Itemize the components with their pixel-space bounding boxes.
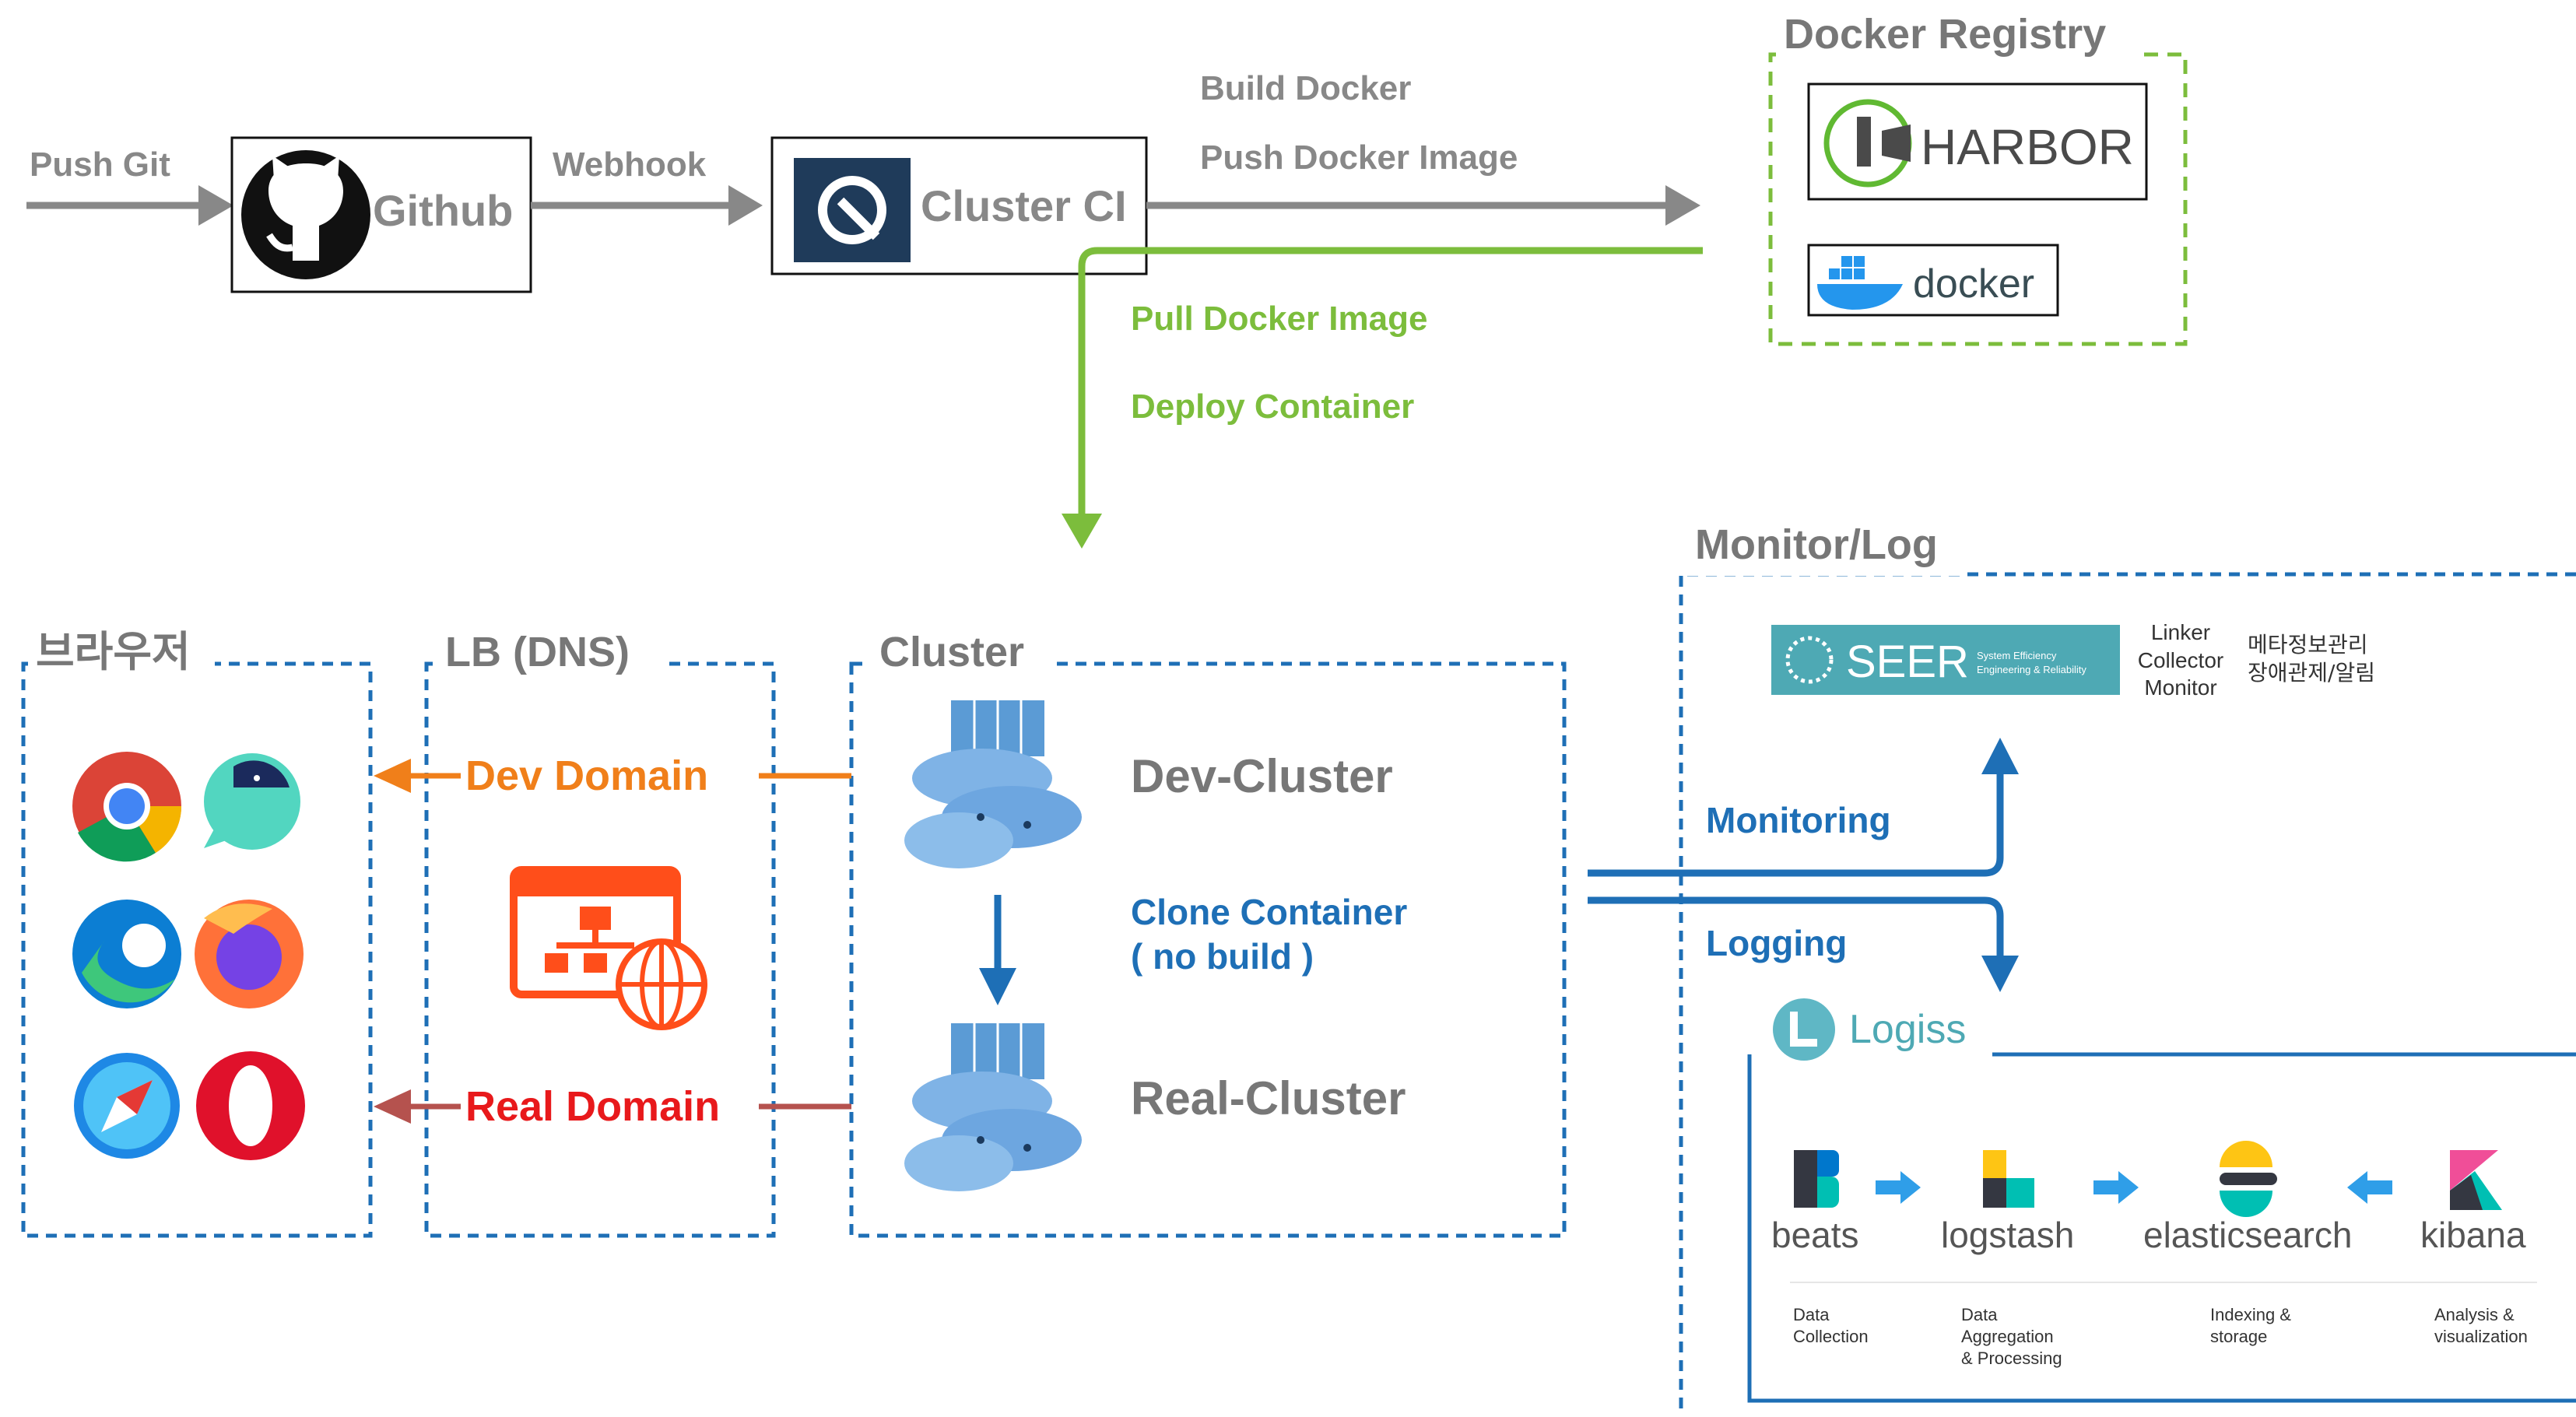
opera-icon bbox=[196, 1051, 305, 1160]
real-domain-label: Real Domain bbox=[465, 1083, 720, 1130]
kibana-desc-2: visualization bbox=[2434, 1327, 2528, 1346]
kibana-desc-1: Analysis & bbox=[2434, 1305, 2515, 1324]
docker-label: docker bbox=[1913, 261, 2034, 307]
dev-cluster-label: Dev-Cluster bbox=[1131, 750, 1393, 802]
docker-registry-group: Docker Registry HARBOR docker bbox=[1768, 6, 2188, 346]
browser-group: 브라우저 bbox=[21, 623, 373, 1238]
elasticsearch-desc-2: storage bbox=[2210, 1327, 2267, 1346]
build-docker-label: Build Docker bbox=[1200, 69, 1411, 107]
logstash-to-elasticsearch-arrow bbox=[2093, 1171, 2139, 1204]
elasticsearch-icon bbox=[2220, 1141, 2277, 1217]
beats-desc-2: Collection bbox=[1793, 1327, 1869, 1346]
seer-tagline-1: System Efficiency bbox=[1977, 650, 2057, 661]
monitor-log-group: Monitor/Log SEER System Efficiency Engin… bbox=[1588, 520, 2576, 1408]
logstash-label: logstash bbox=[1941, 1215, 2074, 1255]
github-node[interactable]: Github bbox=[230, 136, 532, 293]
cluster-ci-node[interactable]: Cluster CI bbox=[770, 136, 1148, 275]
lb-group: LB (DNS) bbox=[424, 623, 776, 1238]
cluster-title: Cluster bbox=[879, 629, 1024, 675]
logging-arrow bbox=[1588, 896, 2019, 992]
whale-browser-icon bbox=[204, 753, 300, 850]
beats-label: beats bbox=[1771, 1215, 1859, 1255]
lb-title: LB (DNS) bbox=[445, 629, 630, 675]
no-build-label: ( no build ) bbox=[1131, 936, 1314, 977]
edge-icon bbox=[72, 900, 181, 1008]
beats-desc-1: Data bbox=[1793, 1305, 1830, 1324]
logstash-desc-3: & Processing bbox=[1961, 1349, 2062, 1368]
cluster-group: Cluster Dev-Cluster Clone Container ( no… bbox=[849, 623, 1567, 1238]
seer-tagline-2: Engineering & Reliability bbox=[1977, 664, 2086, 675]
clone-arrow bbox=[979, 895, 1016, 1005]
linker-line-3: Monitor bbox=[2144, 675, 2216, 700]
clone-container-label: Clone Container bbox=[1131, 892, 1407, 932]
registry-title: Docker Registry bbox=[1784, 11, 2106, 58]
dev-cluster-docker-icon bbox=[904, 700, 1082, 868]
beats-icon bbox=[1794, 1150, 1839, 1208]
pull-deploy-arrow bbox=[1062, 247, 1703, 549]
safari-icon bbox=[74, 1053, 180, 1159]
pull-image-label: Pull Docker Image bbox=[1131, 300, 1427, 338]
real-cluster-docker-icon bbox=[904, 1023, 1082, 1191]
push-git-arrow bbox=[26, 185, 233, 226]
logstash-desc-2: Aggregation bbox=[1961, 1327, 2054, 1346]
beats-to-logstash-arrow bbox=[1876, 1171, 1921, 1204]
push-git-label: Push Git bbox=[30, 146, 170, 184]
logstash-icon bbox=[1983, 1150, 2034, 1208]
browser-title: 브라우저 bbox=[36, 627, 191, 676]
kibana-icon bbox=[2450, 1150, 2502, 1210]
firefox-icon bbox=[195, 900, 304, 1008]
webhook-arrow bbox=[531, 185, 763, 226]
logstash-desc-1: Data bbox=[1961, 1305, 1998, 1324]
dev-domain-label: Dev Domain bbox=[465, 752, 708, 799]
real-domain-arrow bbox=[374, 1089, 851, 1124]
chrome-icon bbox=[72, 752, 182, 862]
korean-line-1: 메타정보관리 bbox=[2248, 632, 2368, 658]
monitoring-arrow bbox=[1588, 738, 2019, 877]
docker-logo[interactable]: docker bbox=[1807, 244, 2059, 317]
elasticsearch-desc-1: Indexing & bbox=[2210, 1305, 2291, 1324]
seer-logo[interactable]: SEER System Efficiency Engineering & Rel… bbox=[1771, 625, 2120, 695]
load-balancer-icon bbox=[510, 866, 707, 1030]
real-cluster-label: Real-Cluster bbox=[1131, 1072, 1406, 1124]
deploy-container-label: Deploy Container bbox=[1131, 388, 1414, 426]
push-image-label: Push Docker Image bbox=[1200, 139, 1518, 177]
linker-line-2: Collector bbox=[2138, 648, 2223, 672]
github-label: Github bbox=[373, 186, 513, 235]
logiss-title: Logiss bbox=[1849, 1007, 1966, 1052]
monitor-title: Monitor/Log bbox=[1695, 521, 1938, 568]
korean-line-2: 장애관제/알림 bbox=[2248, 660, 2375, 686]
kibana-label: kibana bbox=[2420, 1215, 2526, 1255]
github-icon bbox=[241, 150, 370, 279]
webhook-label: Webhook bbox=[553, 146, 707, 184]
monitoring-label: Monitoring bbox=[1706, 800, 1891, 840]
docker-whale-icon bbox=[1817, 256, 1903, 310]
harbor-logo[interactable]: HARBOR bbox=[1807, 82, 2148, 201]
elasticsearch-label: elasticsearch bbox=[2143, 1215, 2352, 1255]
push-image-arrow bbox=[1146, 185, 1700, 226]
cluster-ci-label: Cluster CI bbox=[921, 181, 1127, 230]
seer-label: SEER bbox=[1846, 637, 1969, 687]
cluster-ci-icon bbox=[794, 158, 911, 262]
linker-line-1: Linker bbox=[2151, 620, 2210, 644]
dev-domain-arrow bbox=[374, 759, 851, 793]
logiss-icon bbox=[1773, 998, 1835, 1061]
logiss-group: Logiss beats logstash bbox=[1747, 998, 2576, 1403]
kibana-to-elasticsearch-arrow bbox=[2347, 1171, 2392, 1204]
harbor-label: HARBOR bbox=[1921, 119, 2134, 175]
logging-label: Logging bbox=[1706, 923, 1847, 963]
harbor-icon bbox=[1823, 99, 1912, 188]
